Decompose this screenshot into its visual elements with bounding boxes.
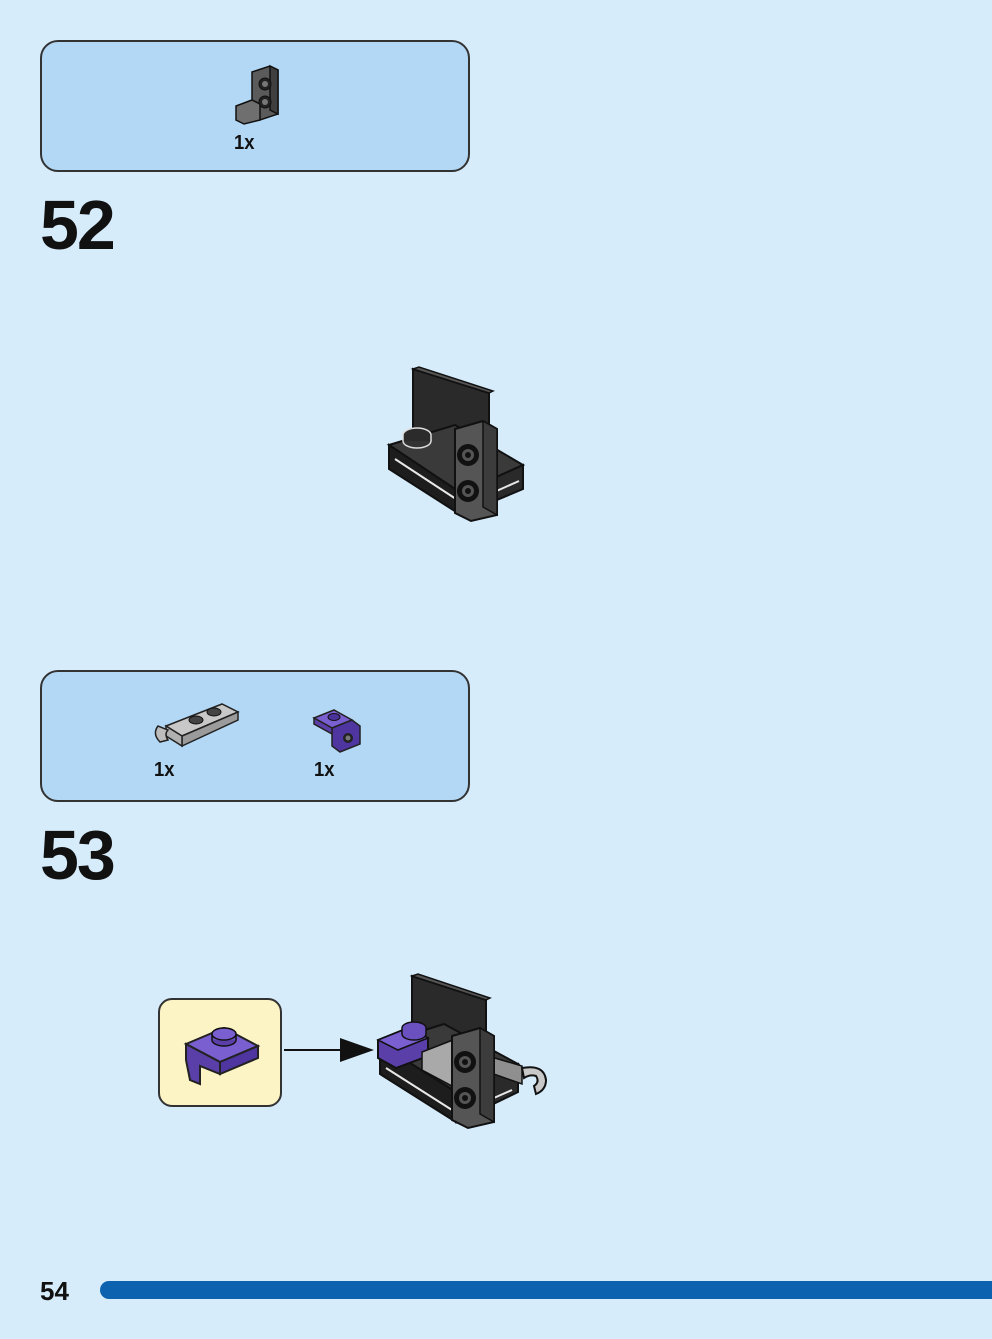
step-number: 53	[40, 816, 116, 894]
part-quantity: 1x	[154, 759, 175, 781]
assembly-model-step-52	[385, 365, 530, 535]
page-number: 54	[40, 1276, 69, 1306]
purple-bracket-icon	[310, 700, 366, 756]
part-quantity: 1x	[314, 759, 335, 781]
light-gray-plate-with-clip-icon	[152, 696, 242, 756]
parts-box-step-52: 1x	[40, 40, 470, 172]
step-number: 52	[40, 186, 116, 264]
assembly-model-step-53	[372, 972, 552, 1142]
purple-bracket-icon	[183, 1026, 261, 1086]
arrow-icon	[284, 1036, 376, 1069]
parts-box-step-53: 1x 1x	[40, 670, 470, 802]
part-quantity: 1x	[234, 132, 255, 154]
page-progress-bar	[100, 1281, 992, 1299]
dark-gray-bracket-icon	[232, 64, 284, 126]
sub-assembly-callout	[158, 998, 282, 1107]
